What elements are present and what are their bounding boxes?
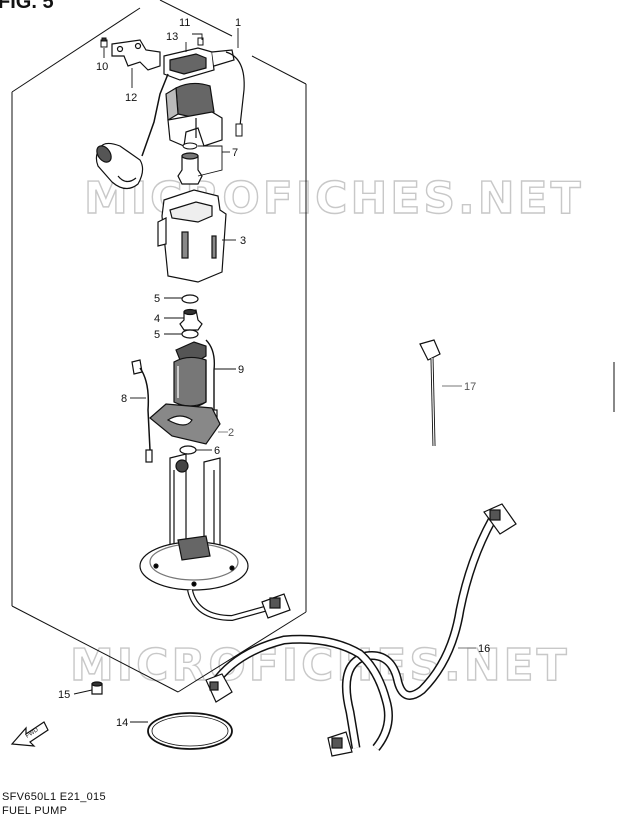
callout-13: 13 (166, 31, 178, 43)
bracket-12 (111, 39, 161, 71)
bolt-15 (91, 681, 103, 695)
callout-9: 9 (238, 364, 244, 376)
callout-2: 2 (228, 427, 234, 439)
pump-case-3 (157, 189, 227, 283)
callout-15: 15 (58, 689, 70, 701)
section-name: FUEL PUMP (2, 805, 68, 817)
pump-bracket-flange (139, 453, 249, 591)
sender-connector-13 (163, 47, 235, 81)
o-ring-7 (182, 142, 198, 150)
callout-10: 10 (96, 61, 108, 73)
sender-wire (225, 51, 245, 127)
float (95, 142, 144, 190)
watermark-top: MICROFICHES.NET (84, 173, 584, 224)
callout-labels: 1 2 3 4 5 5 6 7 8 9 10 11 12 13 14 15 16… (58, 17, 490, 729)
bolt-10 (100, 37, 108, 48)
forward-direction-arrow: FWD (10, 721, 49, 747)
float-arm (141, 73, 169, 157)
callout-1: 1 (235, 17, 241, 29)
hose-connector-lower (327, 731, 353, 757)
gasket-14 (147, 712, 233, 750)
callout-7: 7 (232, 147, 238, 159)
ring-5-lower (181, 329, 199, 339)
watermark-bottom: MICROFICHES.NET (70, 640, 570, 691)
callout-4: 4 (154, 313, 160, 325)
leader-lines (73, 28, 239, 723)
fuel-pump-9 (173, 339, 218, 425)
callout-11: 11 (179, 17, 190, 29)
assembly-outline (11, 0, 307, 693)
screw-11 (197, 37, 204, 46)
regulator-4 (179, 308, 203, 331)
figure-heading-fragment: FIG. 5 (0, 0, 54, 13)
ring-6 (179, 445, 197, 455)
callout-14: 14 (116, 717, 128, 729)
callout-5-lower: 5 (154, 329, 160, 341)
wire-lead-8 (131, 359, 153, 463)
filter-2 (149, 403, 221, 445)
hose-connector-upper (483, 503, 517, 535)
callout-6: 6 (214, 445, 220, 457)
callout-5-upper: 5 (154, 293, 160, 305)
clamp-17 (419, 339, 441, 447)
callout-12: 12 (125, 92, 137, 104)
outlet-fitting (177, 152, 203, 185)
pump-top-housing (165, 82, 223, 147)
flange-outlet-hose (187, 589, 269, 622)
ring-5-upper (181, 294, 199, 304)
grey-leader-lines (218, 385, 476, 649)
diagram-code: SFV650L1 E21_015 (2, 791, 106, 803)
fuel-hose-16 (210, 517, 496, 751)
callout-8: 8 (121, 393, 127, 405)
hose-connector-left (205, 673, 233, 703)
sender-terminal (235, 123, 243, 137)
callout-17: 17 (464, 381, 476, 393)
flange-connector (261, 593, 291, 619)
callout-16: 16 (478, 643, 490, 655)
callout-3: 3 (240, 235, 246, 247)
